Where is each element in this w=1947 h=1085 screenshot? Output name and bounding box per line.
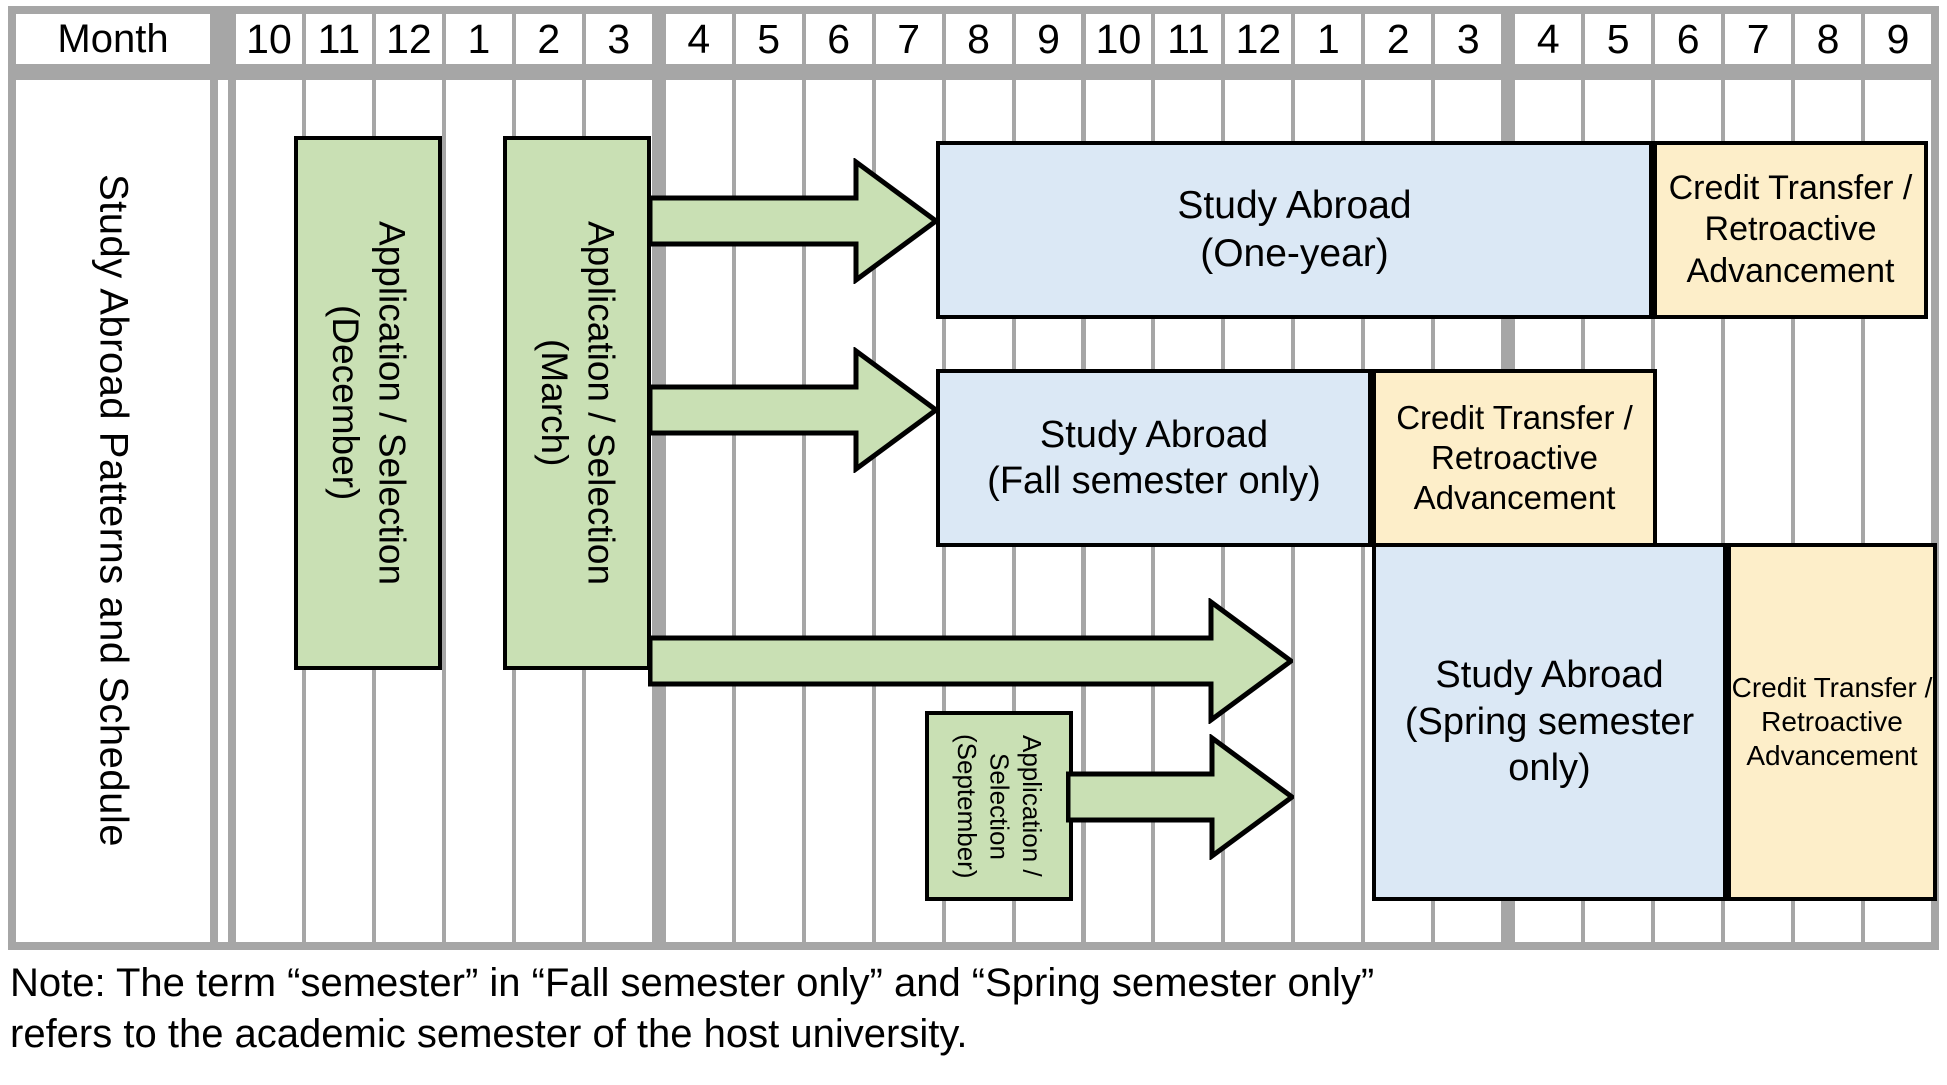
note-block: Note: The term “semester” in “Fall semes… <box>10 958 1710 1060</box>
credit-transfer-fall-box[interactable]: Credit Transfer / Retroactive Advancemen… <box>1372 369 1657 547</box>
abroad-fall-line2: (Fall semester only) <box>987 460 1321 502</box>
app-december-label: Application / Selection <box>371 220 413 586</box>
month-header-cell: 12 <box>1225 14 1292 64</box>
abroad-spring-line3: only) <box>1508 747 1591 790</box>
application-box-september[interactable]: Application / Selection (September) <box>925 711 1073 901</box>
app-march-label: Application / Selection <box>580 220 622 586</box>
credit-fall-line2: Retroactive <box>1431 438 1598 476</box>
arrow-to-fall-semester <box>648 347 938 473</box>
arrow-to-spring-semester-from-september <box>1066 734 1294 860</box>
side-title-text: Study Abroad Patterns and Schedule <box>91 174 136 848</box>
app-september-line3: (September) <box>951 733 982 879</box>
month-header-cell: 8 <box>1795 14 1862 64</box>
month-header-label: Month <box>16 14 210 64</box>
month-header-cell: 3 <box>1435 14 1502 64</box>
month-header-cell: 9 <box>1865 14 1931 64</box>
credit-spring-line2: Retroactive <box>1761 705 1903 737</box>
app-september-line1: Application / <box>1016 735 1047 877</box>
month-header-cell: 7 <box>1725 14 1792 64</box>
app-march-sub: (March) <box>534 339 575 467</box>
credit-spring-line3: Advancement <box>1746 740 1918 772</box>
credit-fall-line3: Advancement <box>1413 479 1616 517</box>
abroad-fall-line1: Study Abroad <box>1039 413 1269 456</box>
month-header-cell: 11 <box>305 14 372 64</box>
month-header-cell: 6 <box>1655 14 1722 64</box>
abroad-one-year-line2: (One-year) <box>1200 232 1389 275</box>
month-header-cell: 1 <box>445 14 512 64</box>
month-header-cell: 4 <box>665 14 732 64</box>
application-box-december[interactable]: Application / Selection (December) <box>294 136 442 670</box>
month-header-cell: 3 <box>585 14 652 64</box>
credit-spring-line1: Credit Transfer / <box>1731 671 1933 703</box>
credit-fall-line1: Credit Transfer / <box>1396 398 1633 436</box>
study-abroad-one-year-box[interactable]: Study Abroad (One-year) <box>936 141 1653 319</box>
spacer-column <box>218 80 228 942</box>
credit-one-year-line1: Credit Transfer / <box>1668 168 1913 207</box>
credit-one-year-line2: Retroactive <box>1704 210 1877 249</box>
note-line-1: Note: The term “semester” in “Fall semes… <box>10 961 1375 1005</box>
arrow-to-one-year <box>648 158 938 284</box>
abroad-spring-line2: (Spring semester <box>1404 700 1695 743</box>
month-header-cell: 5 <box>735 14 802 64</box>
credit-transfer-one-year-box[interactable]: Credit Transfer / Retroactive Advancemen… <box>1653 141 1928 319</box>
month-header-cell: 2 <box>1365 14 1432 64</box>
month-header-cell: 7 <box>875 14 942 64</box>
month-header-cell: 4 <box>1515 14 1582 64</box>
abroad-one-year-line1: Study Abroad <box>1177 184 1412 228</box>
application-box-march[interactable]: Application / Selection (March) <box>503 136 651 670</box>
study-abroad-fall-box[interactable]: Study Abroad (Fall semester only) <box>936 369 1372 547</box>
month-header-cell: 11 <box>1155 14 1222 64</box>
credit-transfer-spring-box[interactable]: Credit Transfer / Retroactive Advancemen… <box>1727 543 1937 901</box>
credit-one-year-line3: Advancement <box>1686 251 1895 290</box>
abroad-spring-line1: Study Abroad <box>1435 654 1664 697</box>
timeline-overlay: Application / Selection (December) Appli… <box>8 6 1939 950</box>
app-december-sub: (December) <box>325 305 366 501</box>
note-line-2: refers to the academic semester of the h… <box>10 1012 968 1057</box>
month-header-cell: 6 <box>805 14 872 64</box>
side-title-panel: Study Abroad Patterns and Schedule <box>16 80 210 942</box>
month-header-cell: 10 <box>236 14 302 64</box>
month-header-cell: 10 <box>1085 14 1152 64</box>
month-header-cell: 8 <box>945 14 1012 64</box>
month-grid-column <box>236 80 302 942</box>
arrow-to-spring-semester-from-march <box>648 598 1293 724</box>
month-header-cell: 1 <box>1295 14 1362 64</box>
month-header-cell: 12 <box>375 14 442 64</box>
month-header-cell: 2 <box>515 14 582 64</box>
month-grid-column <box>445 80 512 942</box>
app-september-line2: Selection <box>984 752 1015 860</box>
month-header-cell: 9 <box>1015 14 1082 64</box>
month-header-cell: 5 <box>1585 14 1652 64</box>
study-abroad-spring-box[interactable]: Study Abroad (Spring semester only) <box>1372 543 1727 901</box>
